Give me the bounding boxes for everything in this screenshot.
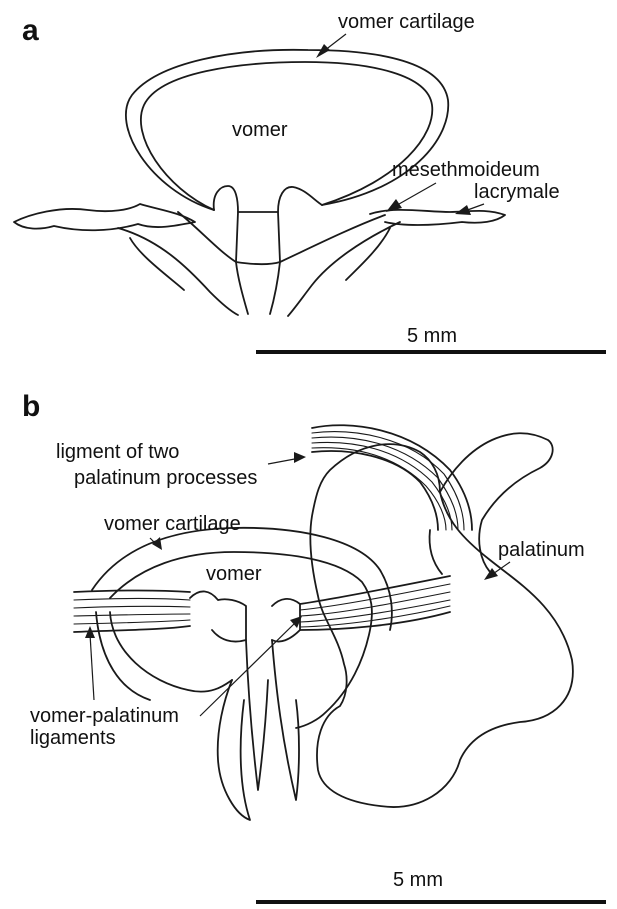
panel-a-right-limb (288, 222, 400, 316)
panel-b-palatinum-arrowhead (484, 568, 498, 580)
panel-a-vomer-right-lobe (278, 187, 322, 212)
panel-a-label-mesethmoideum: mesethmoideum (392, 159, 540, 181)
panel-b-vp-pointer-left (90, 634, 94, 700)
panel-b-label-vomer-cartilage: vomer cartilage (104, 513, 241, 535)
panel-b-label-vp-line2: ligaments (30, 727, 116, 749)
panel-b-letter: b (22, 390, 40, 423)
panel-a-letter: a (22, 14, 39, 47)
panel-b-scale-label: 5 mm (393, 869, 443, 891)
panel-b-rostrum-center (246, 640, 268, 790)
panel-a-center-stem (236, 262, 280, 314)
panel-b-label-palatinum: palatinum (498, 539, 585, 561)
panel-b-arch-ligament-fibers (312, 432, 464, 530)
panel-a-label-vomer-cartilage: vomer cartilage (338, 11, 475, 33)
panel-a-label-vomer: vomer (232, 119, 288, 141)
panel-b-vomer-lower-left (110, 612, 232, 692)
panel-a-left-wing (14, 204, 195, 230)
panel-b-rostrum-right (272, 640, 299, 800)
panel-a-left-limb (118, 228, 238, 315)
panel-b-vomer-lower-left-outer (96, 612, 150, 700)
panel-a-central-block (236, 212, 280, 262)
panel-a-lacrymale-arrowhead (455, 205, 471, 215)
panel-b-label-ligament-line1: ligment of two (56, 441, 179, 463)
panel-b-label-ligament-line2: palatinum processes (74, 467, 257, 489)
panel-a-vomer-cartilage-arrowhead (316, 44, 330, 58)
panel-a: a vomer vomer cartilage mesethmoideum (14, 11, 606, 352)
panel-a-label-lacrymale: lacrymale (474, 181, 560, 203)
panel-b-vp-pointer-right (200, 622, 296, 716)
panel-b: b (22, 390, 606, 902)
panel-b-palatinum-outline (310, 444, 572, 807)
panel-b-rostrum-left (218, 680, 250, 820)
panel-a-vomer-left-lobe (214, 186, 238, 212)
panel-b-ligament-arrowhead (294, 452, 306, 463)
panel-b-palatinum-inner-edge (430, 530, 443, 574)
panel-a-scale-label: 5 mm (407, 325, 457, 347)
panel-a-right-wing (370, 210, 505, 225)
panel-a-lower-body (178, 212, 385, 264)
panel-a-right-inner-limb (346, 228, 390, 280)
panel-b-label-vomer: vomer (206, 563, 262, 585)
panel-b-label-vp-line1: vomer-palatinum (30, 705, 179, 727)
